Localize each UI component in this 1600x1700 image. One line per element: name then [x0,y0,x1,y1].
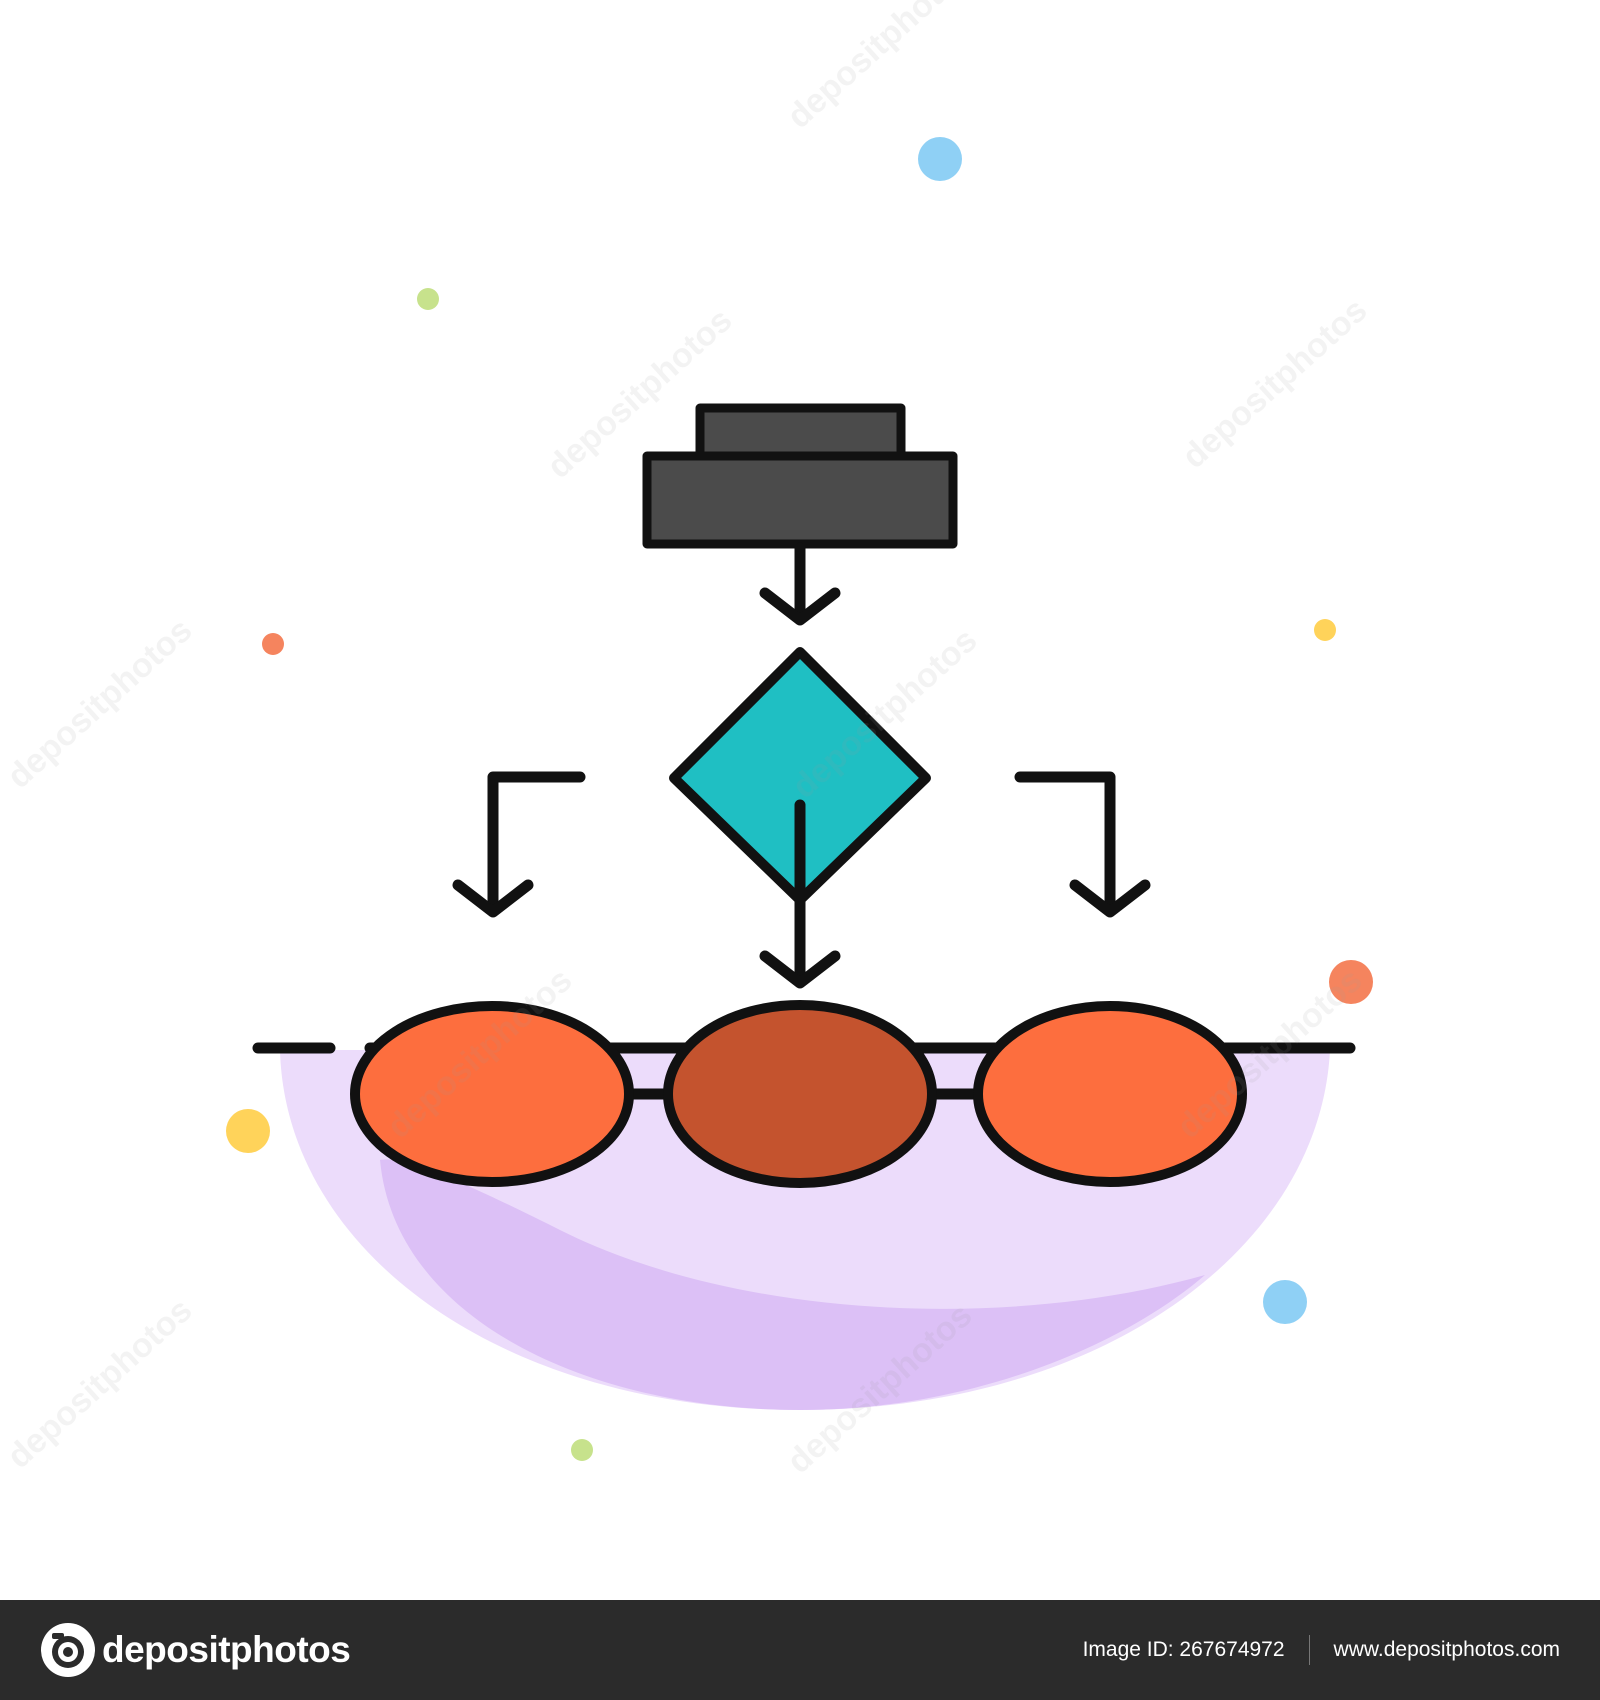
brand-logo: depositphotos [40,1622,351,1678]
branch-arrow-right-icon [1014,771,1151,918]
process-node-left [350,1001,634,1187]
site-url: www.depositphotos.com [1333,1638,1560,1661]
stock-footer: depositphotos Image ID: 267674972 www.de… [0,1600,1600,1700]
arrow-down-icon [759,799,841,989]
decor-dot [262,633,284,655]
backdrop-blob-shade [380,1159,1205,1410]
branch-arrow-left-icon [452,771,586,918]
decor-dot [417,288,439,310]
decor-dot [1314,619,1336,641]
image-id: Image ID: 267674972 [1082,1638,1285,1661]
brand-name: depositphotos [102,1629,351,1670]
decor-dot [571,1439,593,1461]
arrow-down-icon [759,542,841,626]
process-node-middle [663,1000,937,1188]
watermark-text: depositphotos [780,0,979,136]
decor-dot [1329,960,1373,1004]
process-node-right [973,1001,1247,1187]
decor-dot [1263,1280,1307,1324]
camera-logo-icon [41,1623,95,1677]
watermark-text: depositphotos [0,611,199,796]
image-meta: Image ID: 267674972 www.depositphotos.co… [1083,1600,1560,1700]
watermark-text: depositphotos [1175,291,1374,476]
start-block [642,451,958,549]
meta-divider [1308,1635,1310,1665]
watermark-text: depositphotos [0,1291,199,1476]
decor-dot [226,1109,270,1153]
flowchart-illustration: depositphotos depositphotos depositphoto… [0,0,1374,1481]
decor-dot [918,137,962,181]
